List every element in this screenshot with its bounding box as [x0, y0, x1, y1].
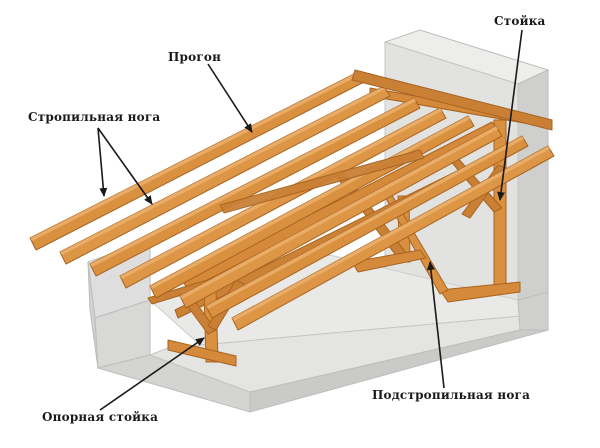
arrow-stropilnaya-noga-2 [97, 127, 153, 205]
arrow-progon [207, 63, 253, 133]
timber-frame [29, 69, 555, 367]
arrow-opornaya-stoika [99, 337, 205, 411]
arrow-podstropilnaya-noga [426, 261, 445, 389]
label-progon: Прогон [168, 50, 222, 64]
callout-arrows [97, 29, 523, 411]
label-podstropilnaya-noga: Подстропильная нога [372, 388, 531, 402]
label-stropilnaya-noga: Стропильная нога [28, 110, 161, 124]
arrow-stoika [497, 29, 523, 201]
arrow-stropilnaya-noga-1 [97, 127, 108, 197]
label-opornaya-stoika: Опорная стойка [42, 410, 159, 424]
label-stoika: Стойка [494, 14, 546, 28]
